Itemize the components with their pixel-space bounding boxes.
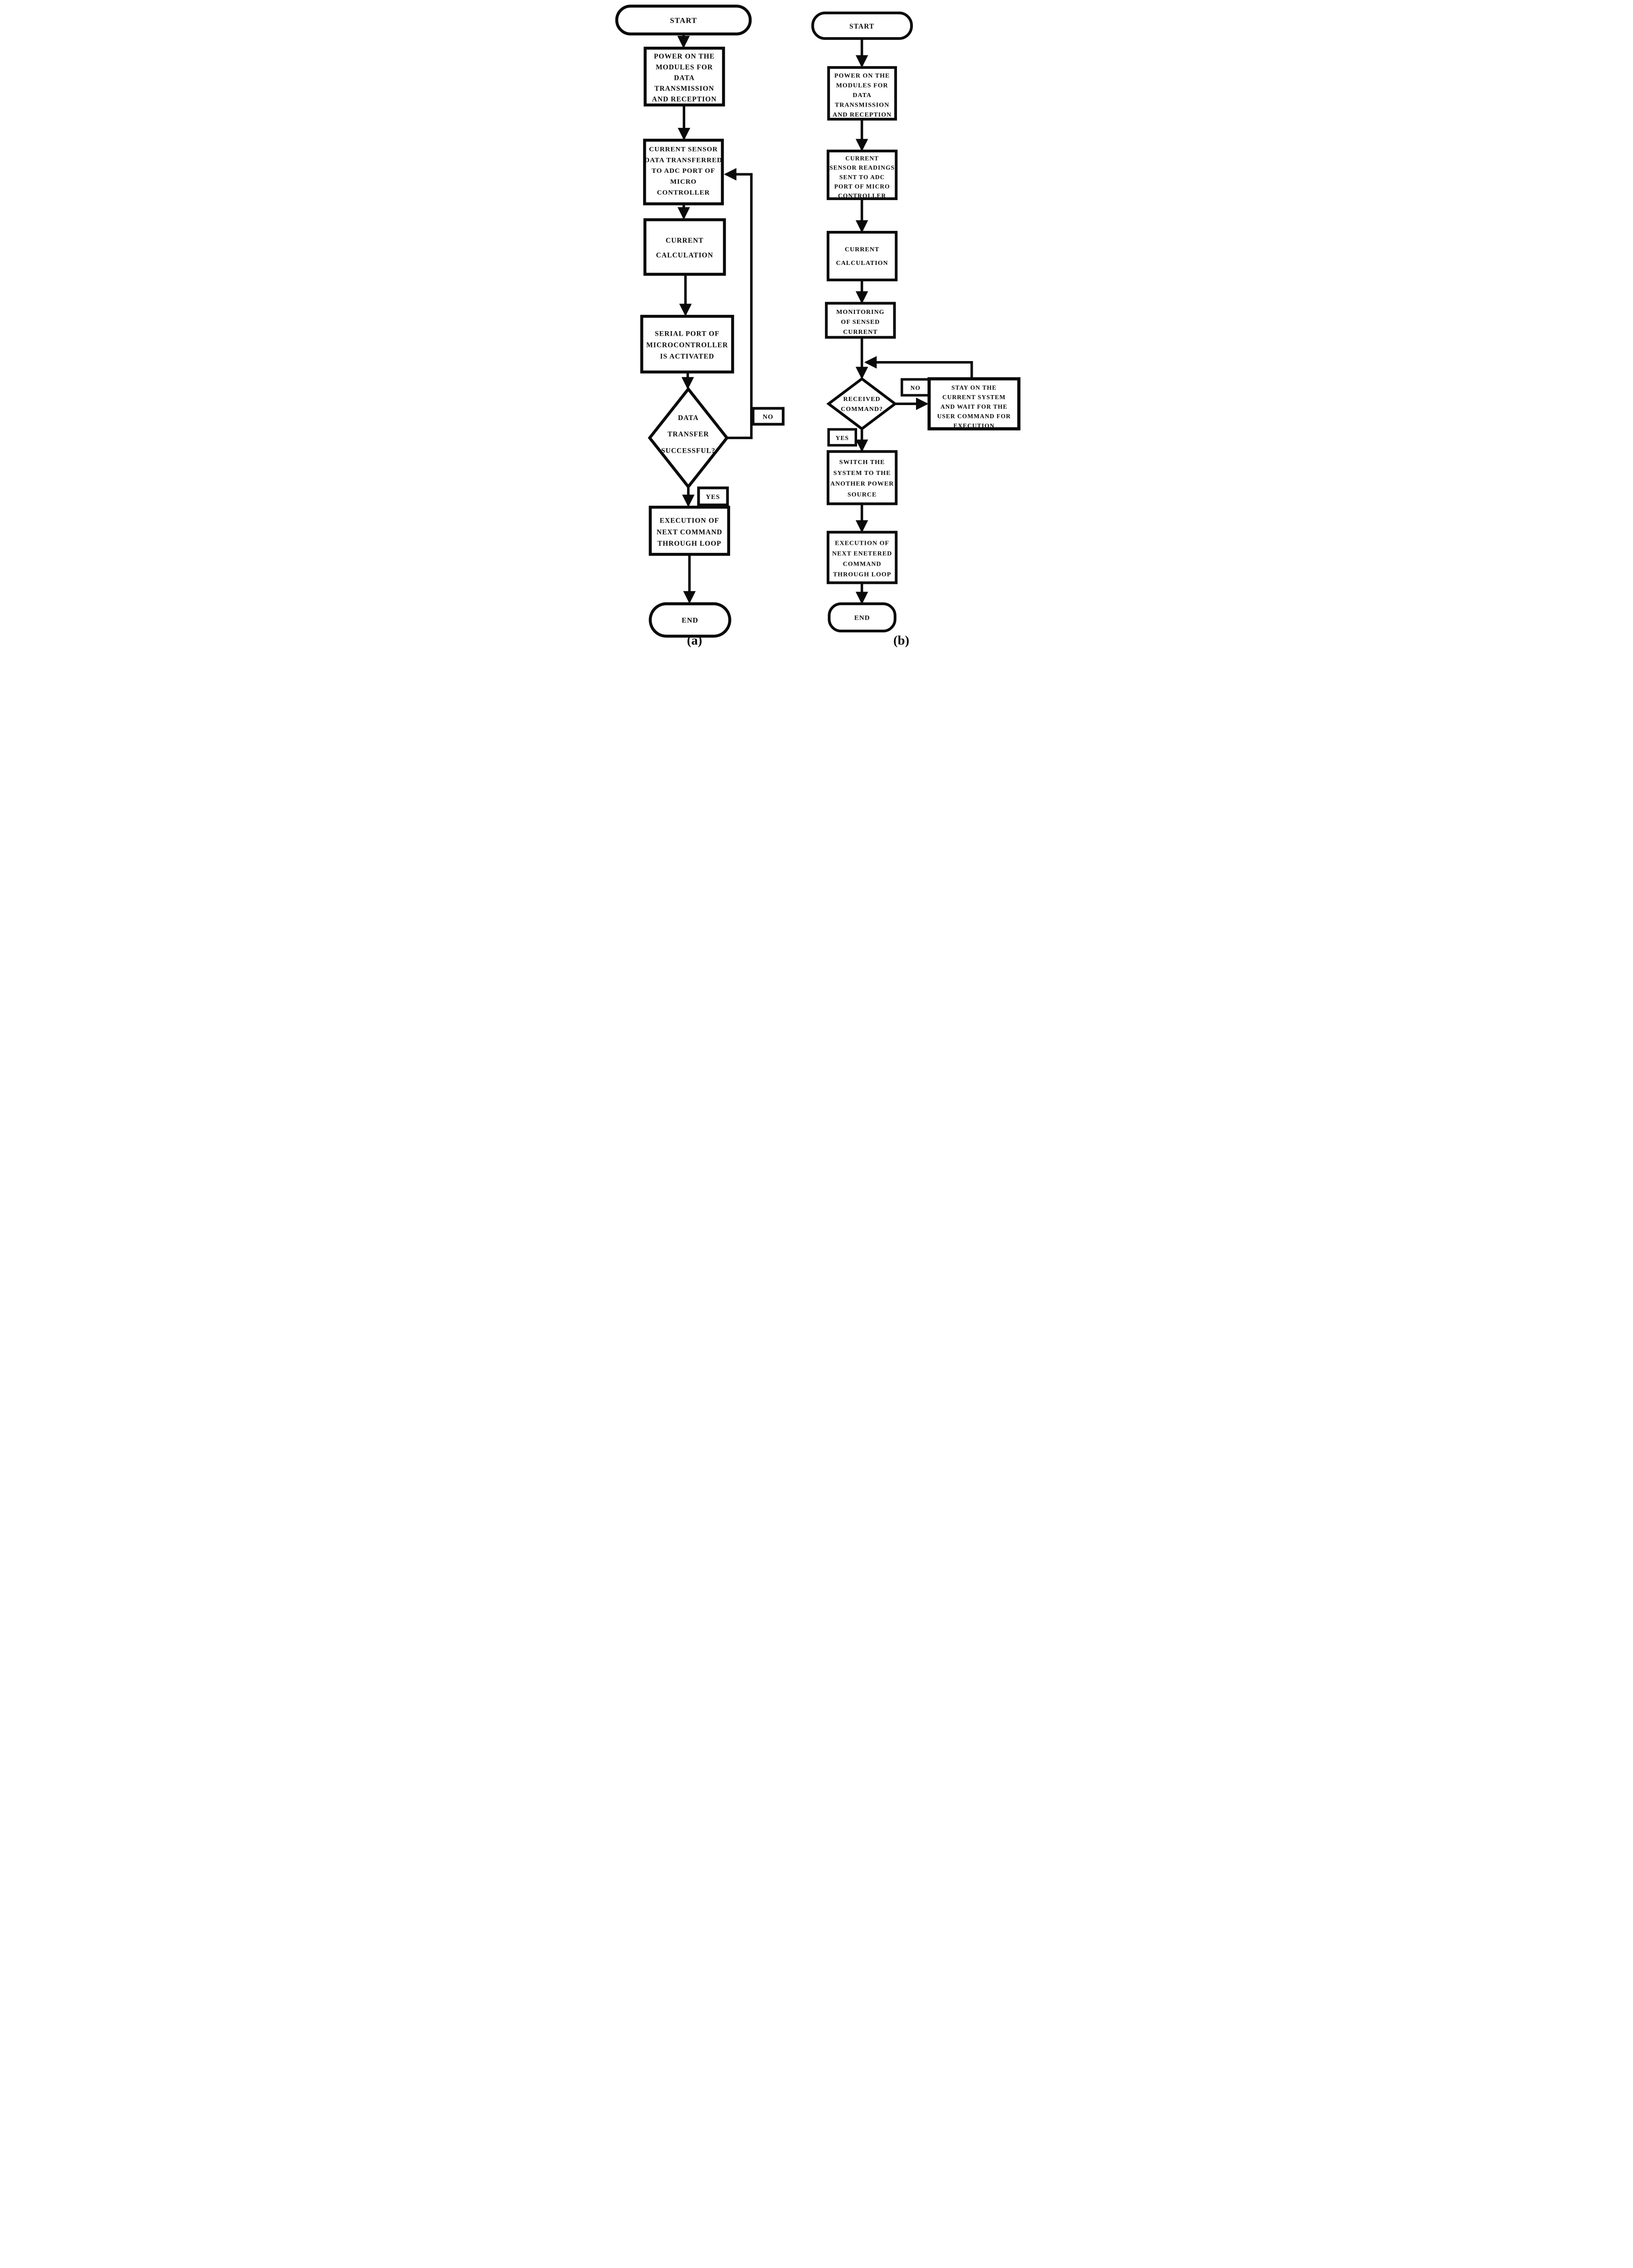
- flowchart-canvas: START POWER ON THE MODULES FOR DATA TRAN…: [615, 5, 1020, 648]
- power-line-a: MODULES FOR: [656, 64, 713, 71]
- serial-line-a: MICROCONTROLLER: [646, 341, 728, 349]
- caption-a: (a): [687, 633, 702, 648]
- power-on-process-b: [827, 66, 897, 121]
- serial-line-a: IS ACTIVATED: [660, 353, 714, 361]
- serial-line-a: SERIAL PORT OF: [655, 330, 720, 337]
- stay-line-b: USER COMMAND FOR: [937, 413, 1010, 420]
- calc-line-a: CALCULATION: [656, 252, 713, 259]
- yes-branch-label-b: YES: [835, 435, 848, 441]
- start-label-b: START: [849, 23, 874, 30]
- sensor-line-a: TO ADC PORT OF: [651, 167, 715, 175]
- stay-line-b: STAY ON THE: [951, 384, 996, 391]
- power-line-a: POWER ON THE: [653, 53, 714, 60]
- power-line-a: DATA: [674, 74, 695, 82]
- start-label-a: START: [670, 16, 697, 25]
- current-calculation-process-b: [826, 230, 897, 282]
- execution-process-a: [648, 505, 730, 556]
- sensor-line-b: SENT TO ADC: [839, 174, 884, 181]
- end-label-b: END: [854, 615, 870, 622]
- decision-line-a: SUCCESSFUL?: [661, 447, 715, 455]
- yes-branch-label-a: YES: [706, 494, 720, 501]
- stay-line-b: EXECUTION: [953, 422, 994, 429]
- no-branch-label-a: NO: [762, 413, 773, 420]
- flowchart-figure: START POWER ON THE MODULES FOR DATA TRAN…: [612, 0, 1021, 651]
- yes-branch-label-box-b: [827, 428, 857, 447]
- stay-on-system-process-b: [927, 377, 1020, 430]
- sensor-data-process-a: [643, 138, 724, 205]
- power-line-b: POWER ON THE: [834, 73, 889, 79]
- exec-line-b: NEXT ENETERED: [832, 550, 892, 557]
- calc-line-b: CURRENT: [844, 246, 879, 253]
- sensor-line-a: CONTROLLER: [657, 189, 710, 196]
- switch-line-b: SWITCH THE: [839, 459, 885, 466]
- sensor-line-a: CURRENT SENSOR: [649, 146, 718, 153]
- feedback-stay-to-mainline-b: [864, 356, 973, 378]
- exec-line-a: NEXT COMMAND: [656, 528, 722, 536]
- sensor-line-a: DATA TRANSFERRED: [644, 156, 722, 164]
- flowchart-a: START POWER ON THE MODULES FOR DATA TRAN…: [615, 5, 785, 648]
- power-on-process-a: [643, 46, 725, 107]
- power-line-a: AND RECEPTION: [652, 95, 717, 103]
- stay-line-b: AND WAIT FOR THE: [940, 403, 1007, 410]
- current-calculation-process-a: [643, 218, 726, 276]
- caption-b: (b): [893, 633, 909, 648]
- monitoring-process-b: [824, 302, 896, 339]
- no-branch-label-b: NO: [910, 385, 920, 391]
- sensor-readings-process-b: [826, 149, 897, 200]
- calc-line-b: CALCULATION: [836, 260, 888, 267]
- decision-line-a: TRANSFER: [668, 430, 709, 438]
- decision-line-a: DATA: [678, 414, 698, 422]
- monitor-line-b: MONITORING: [836, 309, 884, 316]
- switch-line-b: SYSTEM TO THE: [833, 470, 891, 477]
- exec-line-a: THROUGH LOOP: [657, 540, 721, 547]
- exec-line-a: EXECUTION OF: [659, 517, 719, 525]
- end-label-a: END: [682, 616, 698, 624]
- calc-line-a: CURRENT: [665, 237, 703, 244]
- exec-line-b: COMMAND: [843, 561, 881, 567]
- sensor-line-b: CURRENT: [845, 155, 879, 162]
- monitor-line-b: OF SENSED: [841, 319, 880, 326]
- power-line-b: MODULES FOR: [836, 82, 888, 89]
- decision-line-b: RECEIVED: [843, 396, 880, 403]
- yes-branch-label-box-a: [697, 486, 729, 507]
- decision-line-b: COMMAND?: [841, 406, 883, 413]
- no-loop-decision-to-sensor-a: [723, 168, 753, 440]
- switch-line-b: ANOTHER POWER: [830, 481, 893, 488]
- flowchart-b: START POWER ON THE MODULES FOR DATA TRAN…: [811, 11, 1020, 648]
- power-line-b: TRANSMISSION: [834, 102, 889, 108]
- power-line-b: DATA: [853, 92, 872, 99]
- sensor-line-b: CONTROLLER: [838, 192, 886, 199]
- execution-process-b: [826, 531, 897, 584]
- power-line-a: TRANSMISSION: [654, 85, 714, 93]
- sensor-line-b: PORT OF MICRO: [834, 183, 890, 190]
- sensor-line-b: SENSOR READINGS: [829, 164, 895, 171]
- start-terminator-a: [615, 5, 752, 36]
- exec-line-b: THROUGH LOOP: [833, 571, 891, 578]
- power-line-b: AND RECEPTION: [832, 112, 891, 118]
- received-command-decision-b: [826, 377, 897, 431]
- end-terminator-b: [827, 602, 897, 633]
- stay-line-b: CURRENT SYSTEM: [942, 394, 1006, 401]
- exec-line-b: EXECUTION OF: [835, 540, 889, 547]
- no-branch-label-box-a: [751, 407, 785, 426]
- monitor-line-b: CURRENT: [843, 329, 877, 336]
- serial-port-process-a: [640, 315, 734, 374]
- end-terminator-a: [648, 602, 731, 638]
- switch-power-process-b: [826, 450, 897, 505]
- start-terminator-b: [811, 11, 913, 40]
- switch-line-b: SOURCE: [847, 491, 876, 498]
- sensor-line-a: MICRO: [670, 178, 696, 186]
- data-transfer-decision-a: [648, 386, 729, 489]
